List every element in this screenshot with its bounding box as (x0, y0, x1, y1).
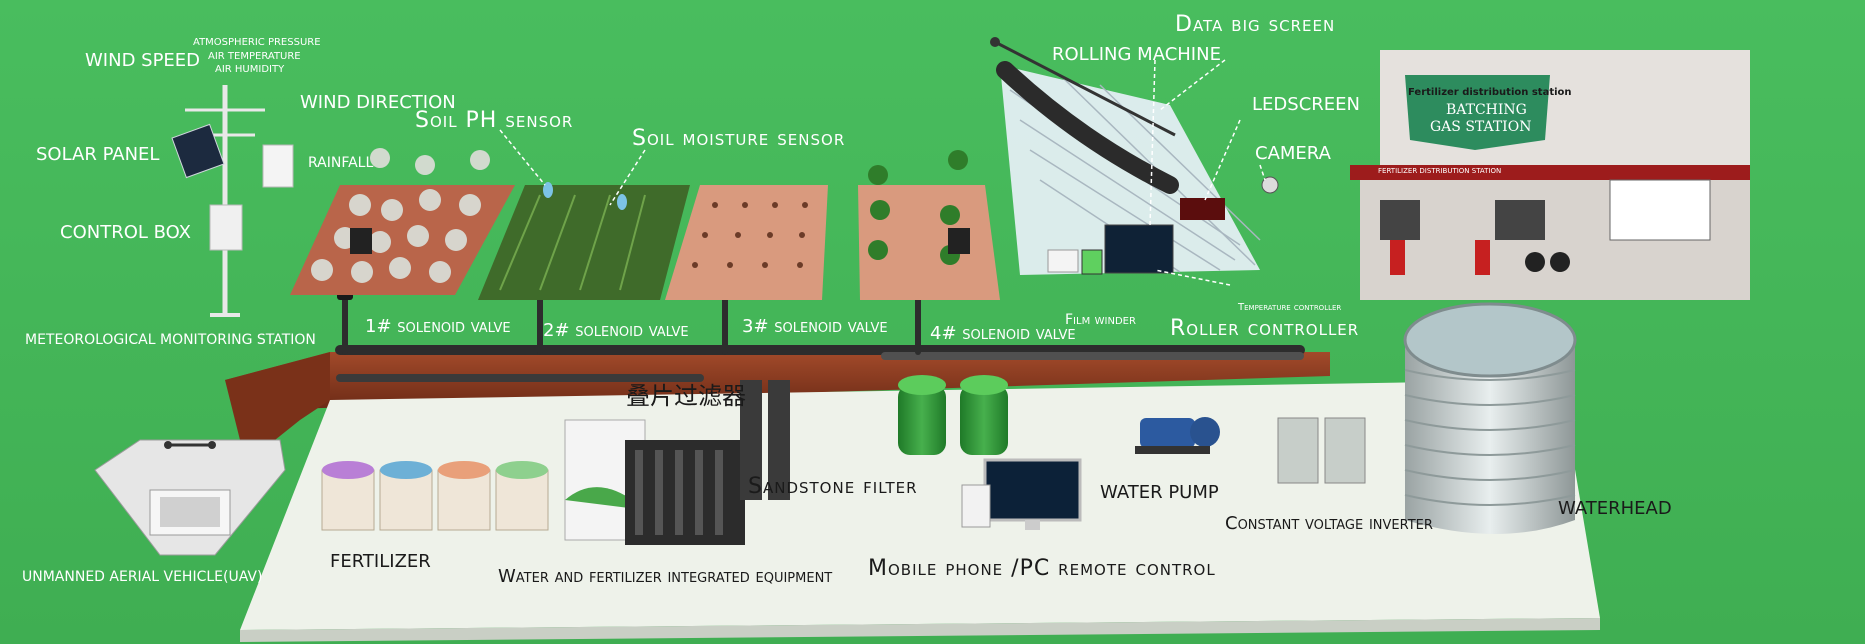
meteorological-station-label: METEOROLOGICAL MONITORING STATION (25, 332, 316, 348)
camera-label: CAMERA (1255, 143, 1331, 164)
waterhead-label: WATERHEAD (1558, 498, 1672, 519)
temperature-controller-label: Temperature controller (1238, 302, 1342, 313)
field-plot-1 (290, 148, 515, 295)
field-plot-3 (665, 185, 828, 300)
soil-ph-sensor-label: Soil PH sensor (415, 108, 574, 133)
floor-edge (240, 618, 1600, 642)
data-big-screen-label: Data big screen (1175, 12, 1336, 37)
integrated-equipment (564, 380, 790, 545)
water-pump (1135, 417, 1220, 454)
soil-moisture-sensor-label: Soil moisture sensor (632, 126, 846, 151)
station-awning-text: FERTILIZER DISTRIBUTION STATION (1378, 167, 1502, 175)
field-plot-2 (478, 182, 690, 300)
film-winder-label: Film winder (1065, 312, 1136, 328)
water-tank (1403, 302, 1577, 534)
sandstone-filter-tanks (898, 375, 1008, 455)
leader-lines (499, 59, 1266, 286)
rainfall-label: RAINFALL (308, 155, 374, 171)
pc-monitor (961, 458, 1082, 530)
disc-filter-label: 叠片过滤器 (626, 382, 746, 410)
control-box-label: CONTROL BOX (60, 222, 192, 243)
uav-dock (94, 439, 286, 556)
field-plot-4 (858, 150, 1000, 300)
batching-station (1350, 50, 1750, 300)
solenoid-valve-1-label: 1# solenoid valve (365, 316, 511, 337)
air-temperature-label: AIR TEMPERATURE (208, 51, 301, 62)
inverter-cabinets (1277, 417, 1366, 484)
station-sign-line1: BATCHING (1446, 102, 1527, 118)
solenoid-valve-4-label: 4# solenoid valve (930, 323, 1076, 344)
constant-voltage-inverter-label: Constant voltage inverter (1225, 513, 1433, 534)
rolling-machine-label: ROLLING MACHINE (1052, 44, 1221, 65)
remote-control-label: Mobile phone /PC remote control (868, 556, 1216, 581)
atmospheric-pressure-label: ATMOSPHERIC PRESSURE (193, 37, 321, 48)
fertilizer-label: FERTILIZER (330, 551, 431, 572)
fertilizer-tanks (321, 461, 549, 531)
water-pump-label: WATER PUMP (1100, 482, 1219, 503)
wind-direction-label: WIND DIRECTION (300, 92, 456, 113)
solar-panel-label: SOLAR PANEL (36, 144, 160, 165)
greenhouse (990, 37, 1279, 275)
wind-speed-label: WIND SPEED (85, 50, 201, 71)
sandstone-filter-label: Sandstone filter (748, 474, 918, 499)
main-pipeline (335, 287, 1305, 382)
roller-controller-label: Roller controller (1170, 316, 1360, 341)
station-sign-line2: GAS STATION (1430, 119, 1532, 135)
solenoid-valve-3-label: 3# solenoid valve (742, 316, 888, 337)
solenoid-valve-2-label: 2# solenoid valve (543, 320, 689, 341)
air-humidity-label: AIR HUMIDITY (215, 64, 285, 75)
uav-label: UNMANNED AERIAL VEHICLE(UAV) (22, 569, 263, 585)
ledscreen-label: LEDSCREEN (1252, 94, 1360, 115)
integrated-equipment-label: Water and fertilizer integrated equipmen… (498, 566, 833, 587)
weather-station (171, 85, 294, 317)
station-sign-top: Fertilizer distribution station (1408, 87, 1572, 98)
